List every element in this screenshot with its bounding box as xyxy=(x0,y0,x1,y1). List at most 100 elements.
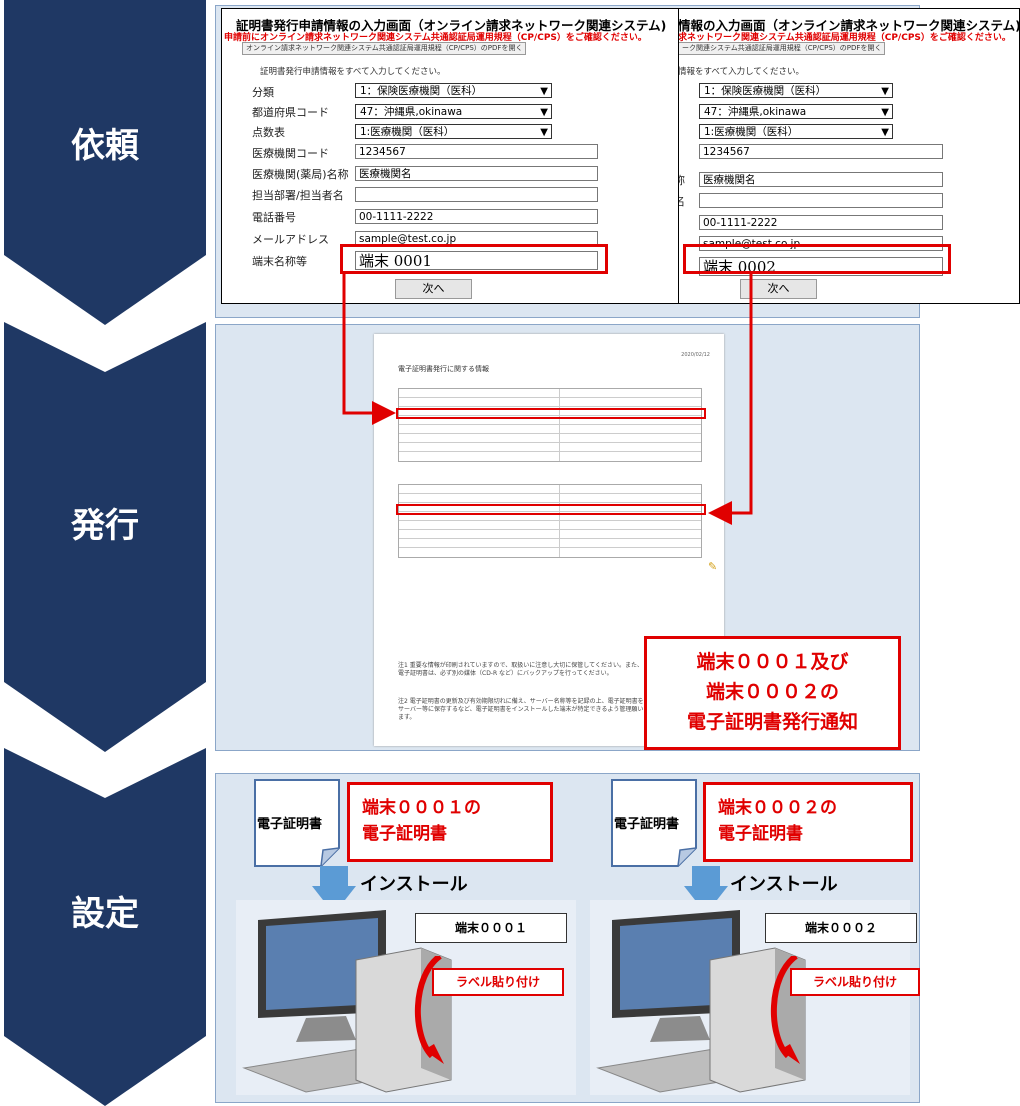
inst-code-input[interactable]: 1234567 xyxy=(355,144,598,159)
arrow-terminal-2 xyxy=(708,274,753,525)
chevron-down-icon: ▼ xyxy=(540,86,548,97)
document-date: 2020/02/12 xyxy=(681,352,710,358)
chevron-setup xyxy=(4,748,206,1106)
category-value: 1：保険医療機関（医科） xyxy=(704,85,827,97)
open-pdf-button[interactable]: ーク関連システム共通認証局運用規程（CP/CPS）のPDFを開く xyxy=(678,42,886,55)
inst-name-label: 医療機関(薬局)名称 xyxy=(252,168,349,181)
label-paste-2: ラベル貼り付け xyxy=(790,968,920,996)
table-row xyxy=(399,503,701,512)
paste-arrow-1 xyxy=(414,956,444,1064)
info-table-1 xyxy=(398,388,702,462)
category-label: 分類 xyxy=(252,86,274,99)
paste-arrow-2 xyxy=(770,956,800,1064)
dept-input[interactable] xyxy=(699,193,943,208)
install-arrow-2 xyxy=(684,866,728,914)
inst-code-label: 医療機関コード xyxy=(252,147,329,160)
document-note-1: 注1 重要な情報が印刷されていますので、取扱いに注意し大切に保管してください。ま… xyxy=(398,662,643,677)
arrow-terminal-1 xyxy=(342,274,396,425)
terminal-label-1: 端末０００１ xyxy=(415,913,567,943)
dept-label: 担当部署/担当者名 xyxy=(252,189,344,202)
form-title: 証明書発行申請情報の入力画面（オンライン請求ネットワーク関連システム) xyxy=(236,18,667,33)
prefecture-value: 47：沖縄県,okinawa xyxy=(704,106,807,118)
score-table-select[interactable]: 1:医療機関（医科）▼ xyxy=(355,124,552,139)
form-warning: 求ネットワーク関連システム共通認証局運用規程（CP/CPS）をご確認ください。 xyxy=(678,33,1011,43)
phone-label: 電話番号 xyxy=(252,211,296,224)
chevron-down-icon: ▼ xyxy=(881,86,889,97)
table-row xyxy=(399,512,701,521)
email-input[interactable]: sample@test.co.jp xyxy=(699,236,943,251)
table-divider xyxy=(559,389,560,461)
cert-card-2-line1: 端末０００２の xyxy=(718,798,837,818)
notice-line-3: 電子証明書発行通知 xyxy=(686,711,858,733)
chevron-issue xyxy=(4,322,206,752)
table-row xyxy=(399,434,701,443)
install-arrow-1 xyxy=(312,866,356,914)
inst-name-input[interactable]: 医療機関名 xyxy=(699,172,943,187)
score-table-label: 点数表 xyxy=(252,126,285,139)
table-row xyxy=(399,530,701,539)
inst-name-input[interactable]: 医療機関名 xyxy=(355,166,598,181)
cert-card-2: 端末０００２の 電子証明書 xyxy=(703,782,913,862)
computer-1 xyxy=(236,900,576,1095)
chevron-down-icon: ▼ xyxy=(881,107,889,118)
certificate-icon-label: 電子証明書 xyxy=(257,817,323,832)
prefecture-label: 都道府県コード xyxy=(252,106,329,119)
open-pdf-button[interactable]: オンライン請求ネットワーク関連システム共通認証局運用規程（CP/CPS）のPDF… xyxy=(242,42,527,55)
form-instruction: 情報をすべて入力してください。 xyxy=(678,67,805,77)
chevron-request xyxy=(4,0,206,325)
row-highlight-1 xyxy=(396,408,706,419)
stage-label-request: 依頼 xyxy=(71,126,139,166)
form-instruction: 証明書発行申請情報をすべて入力してください。 xyxy=(260,67,446,77)
score-table-select[interactable]: 1:医療機関（医科） ▼ xyxy=(699,124,893,139)
table-row xyxy=(399,389,701,398)
install-label-1: インストール xyxy=(360,874,468,895)
document-note-2: 注2 電子証明書の更新及び有効期限切れに備え、サーバー名称等を記録の上、電子証明… xyxy=(398,698,644,721)
certificate-icon: 電子証明書 xyxy=(253,778,341,868)
table-row xyxy=(399,407,701,416)
next-button[interactable]: 次へ xyxy=(740,279,817,299)
cert-card-1-line2: 電子証明書 xyxy=(362,824,447,844)
phone-input[interactable]: 00-1111-2222 xyxy=(699,215,943,230)
phone-input[interactable]: 00-1111-2222 xyxy=(355,209,598,224)
prefecture-value: 47：沖縄県,okinawa xyxy=(360,106,463,118)
row-highlight-2 xyxy=(396,504,706,515)
score-table-value: 1:医療機関（医科） xyxy=(704,126,799,138)
notice-line-1: 端末０００１及び xyxy=(696,651,849,673)
email-input[interactable]: sample@test.co.jp xyxy=(355,231,598,246)
stage-label-issue: 発行 xyxy=(71,506,139,546)
notice-line-2: 端末０００２の xyxy=(705,681,839,703)
prefecture-select[interactable]: 47：沖縄県,okinawa ▼ xyxy=(699,104,893,119)
category-select[interactable]: 1：保険医療機関（医科） ▼ xyxy=(699,83,893,98)
cert-card-1: 端末０００１の 電子証明書 xyxy=(347,782,553,862)
terminal-label-2-text: 端末０００２ xyxy=(804,921,877,935)
chevron-down-icon: ▼ xyxy=(540,127,548,138)
terminal-name-label: 端末名称等 xyxy=(252,255,307,268)
certificate-icon: 電子証明書 xyxy=(610,778,698,868)
info-table-2 xyxy=(398,484,702,558)
label-paste-1: ラベル貼り付け xyxy=(432,968,564,996)
table-row xyxy=(399,443,701,452)
terminal-label-2: 端末０００２ xyxy=(765,913,917,943)
table-row xyxy=(399,416,701,425)
table-divider xyxy=(559,485,560,557)
category-select[interactable]: 1：保険医療機関（医科）▼ xyxy=(355,83,552,98)
terminal-highlight-1 xyxy=(340,244,608,274)
terminal-name-input[interactable]: 端末 0001 xyxy=(355,251,598,270)
cert-card-1-line1: 端末０００１の xyxy=(362,798,481,818)
stage-label-setup: 設定 xyxy=(71,894,139,934)
document-heading: 電子証明書発行に関する情報 xyxy=(398,365,489,373)
email-label: メールアドレス xyxy=(252,233,329,246)
next-button[interactable]: 次へ xyxy=(395,279,472,299)
table-row xyxy=(399,494,701,503)
dept-input[interactable] xyxy=(355,187,598,202)
table-row xyxy=(399,539,701,548)
inst-code-input[interactable]: 1234567 xyxy=(699,144,943,159)
table-row xyxy=(399,521,701,530)
form-warning: 申請前にオンライン請求ネットワーク関連システム共通認証局運用規程（CP/CPS）… xyxy=(224,33,647,43)
certificate-icon-label: 電子証明書 xyxy=(614,817,680,832)
prefecture-select[interactable]: 47：沖縄県,okinawa▼ xyxy=(355,104,552,119)
chevron-down-icon: ▼ xyxy=(881,127,889,138)
application-form-1: 証明書発行申請情報の入力画面（オンライン請求ネットワーク関連システム) 申請前に… xyxy=(221,8,679,304)
table-row xyxy=(399,398,701,407)
